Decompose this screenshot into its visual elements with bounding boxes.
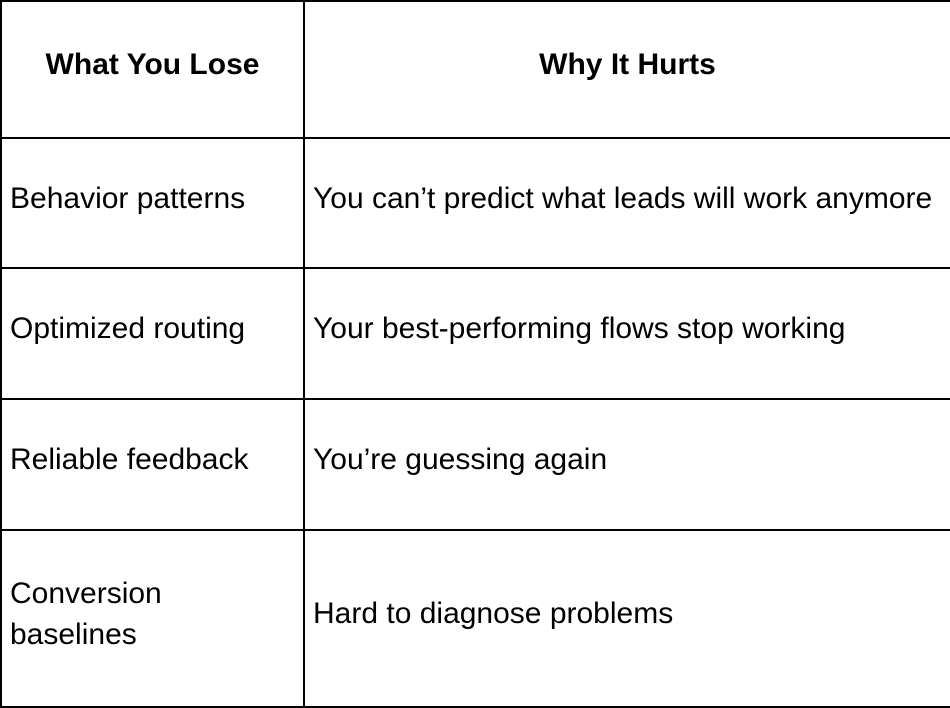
table-row: Optimized routing Your best-performing f…: [0, 267, 950, 400]
table-row: Conversion baselines Hard to diagnose pr…: [0, 529, 950, 708]
table-header-row: What You Lose Why It Hurts: [0, 0, 950, 139]
column-header-why-it-hurts: Why It Hurts: [303, 0, 950, 139]
cell-lose-optimized-routing: Optimized routing: [0, 267, 305, 400]
cell-lose-reliable-feedback: Reliable feedback: [0, 398, 305, 531]
cell-lose-conversion-baselines: Conversion baselines: [0, 529, 305, 708]
cell-hurt-reliable-feedback: You’re guessing again: [303, 398, 950, 531]
table-row: Reliable feedback You’re guessing again: [0, 398, 950, 531]
column-header-what-you-lose: What You Lose: [0, 0, 305, 139]
cell-hurt-behavior-patterns: You can’t predict what leads will work a…: [303, 137, 950, 269]
table-row: Behavior patterns You can’t predict what…: [0, 137, 950, 269]
cell-hurt-optimized-routing: Your best-performing flows stop working: [303, 267, 950, 400]
cell-lose-behavior-patterns: Behavior patterns: [0, 137, 305, 269]
cell-hurt-conversion-baselines: Hard to diagnose problems: [303, 529, 950, 708]
